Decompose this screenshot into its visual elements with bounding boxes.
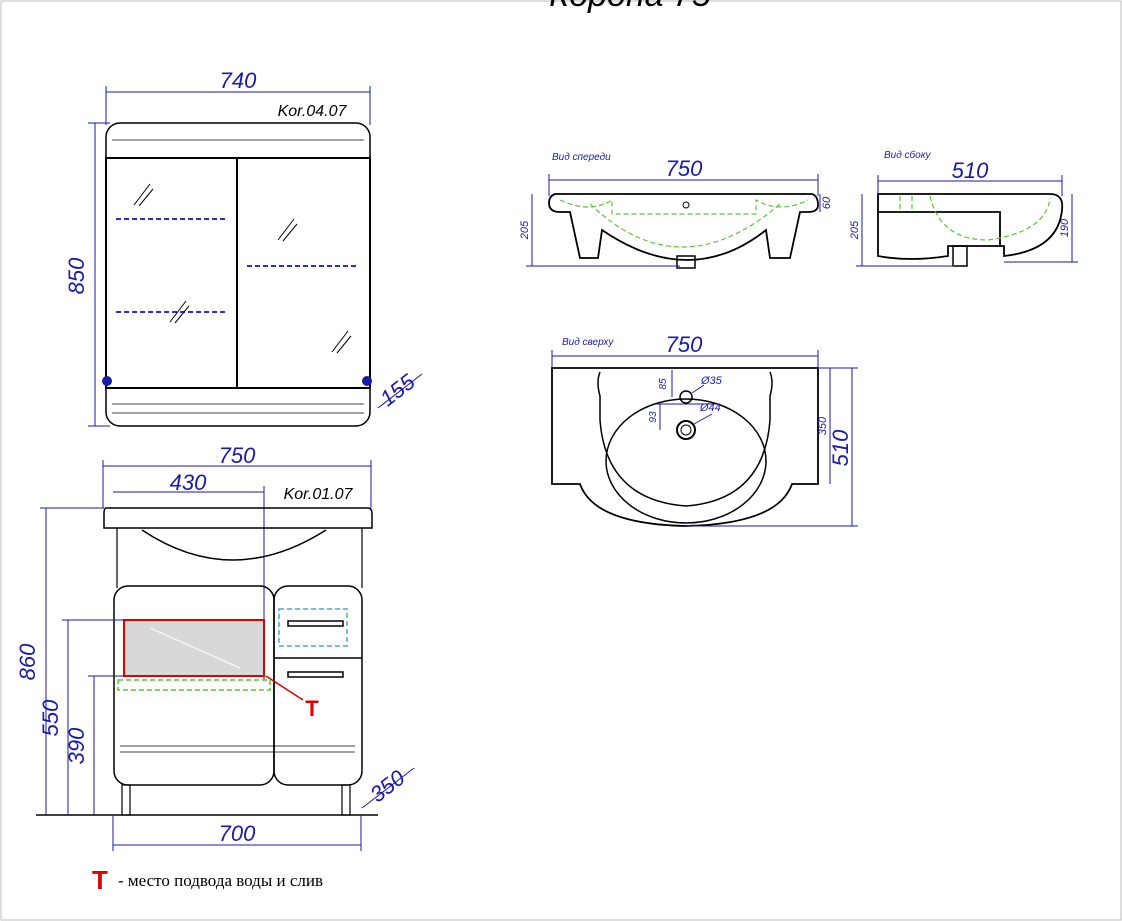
tap-hole-leader	[691, 384, 705, 394]
sink-front-hidden-line	[559, 198, 809, 215]
vanity-right-section	[273, 585, 363, 786]
sink-front-rim-label: 60	[821, 196, 833, 209]
sink-front-hidden-bowl	[589, 203, 781, 248]
sink-top-view: Вид сверху 750 85 93 Ø35 Ø44 350 510	[551, 332, 858, 527]
sink-front-height-label: 205	[519, 220, 531, 240]
vanity-front-view: 750 430 Kor.01.07 T	[15, 443, 415, 851]
sink-side-view: Вид сбоку 510 205 190	[849, 149, 1078, 267]
sink-top-width-label: 750	[666, 332, 703, 357]
vanity-model-label: Kor.01.07	[284, 486, 354, 503]
marker-leader	[265, 675, 304, 701]
mirror-door-left	[105, 157, 238, 389]
mirror-door-right	[236, 157, 371, 389]
drain-offset-label: 93	[648, 411, 659, 423]
legend-text: - место подвода воды и слив	[118, 871, 323, 890]
sink-front-outline	[548, 193, 819, 261]
tap-hole-label: Ø35	[700, 375, 723, 387]
bowl-depth-label: 350	[817, 416, 829, 435]
sink-side-drain	[952, 245, 968, 267]
top-view-label: Вид сверху	[562, 337, 614, 348]
sink-top-depth-label: 510	[828, 429, 853, 466]
hinge-marker	[102, 376, 112, 386]
vanity-width-label: 750	[219, 443, 256, 468]
drain-hole-leader	[693, 413, 713, 425]
drain-height-label: 390	[64, 727, 89, 764]
tap-hole	[679, 390, 693, 404]
hidden-shelf	[117, 679, 271, 691]
vanity-left-door	[113, 585, 275, 786]
hidden-drawer	[278, 608, 348, 647]
sink-side-rim-label: 190	[1059, 218, 1071, 237]
legend-marker: T	[92, 865, 108, 895]
zone-hatch	[149, 627, 241, 669]
sink-bowl	[605, 398, 767, 524]
vanity-countertop	[103, 507, 373, 529]
sink-front-view: Вид спереди 750 205 60	[519, 152, 833, 269]
drain-hole-inner	[680, 424, 692, 436]
drawer-handle	[287, 671, 344, 678]
base-width-label: 700	[219, 821, 256, 846]
cabinet-depth-dim-line	[377, 373, 423, 409]
cabinet-height-label: 850	[64, 257, 89, 294]
cabinet-width-label: 740	[220, 68, 257, 93]
bowl-offset-label: 430	[170, 470, 207, 495]
drawing-title: Корона 75	[549, 0, 711, 14]
vanity-leg	[341, 784, 351, 816]
sink-side-depth-label: 510	[952, 158, 989, 183]
tap-hole-mark	[682, 201, 690, 209]
sink-side-top	[877, 193, 1064, 258]
drain-hole-label: Ø44	[699, 402, 721, 414]
sink-top-bowl-rim	[597, 371, 773, 507]
basin-curve	[141, 529, 327, 561]
vanity-height-label: 860	[15, 643, 40, 680]
mirror-cabinet-front-view: 740 Kor.04.07 850 155	[64, 68, 423, 427]
cabinet-model-label: Kor.04.07	[278, 103, 348, 120]
vanity-leg	[121, 784, 131, 816]
supply-height-label: 550	[38, 699, 63, 736]
vanity-depth-dim-line	[361, 767, 415, 809]
drain-hole	[676, 420, 696, 440]
tap-offset-label: 85	[658, 378, 669, 390]
legend: T - место подвода воды и слив	[92, 865, 323, 895]
sink-front-width-label: 750	[666, 156, 703, 181]
sink-side-height-label: 205	[849, 220, 861, 240]
mirror-glare-marks	[133, 183, 352, 354]
drawer-handle	[287, 620, 344, 627]
sink-side-hidden-line	[899, 195, 1051, 241]
sink-side-body	[877, 212, 1000, 260]
side-view-label: Вид сбоку	[884, 149, 931, 161]
sink-drain-outlet	[676, 255, 696, 269]
plumbing-marker: T	[305, 696, 319, 721]
front-view-label: Вид спереди	[552, 152, 611, 163]
hinge-marker	[362, 376, 372, 386]
